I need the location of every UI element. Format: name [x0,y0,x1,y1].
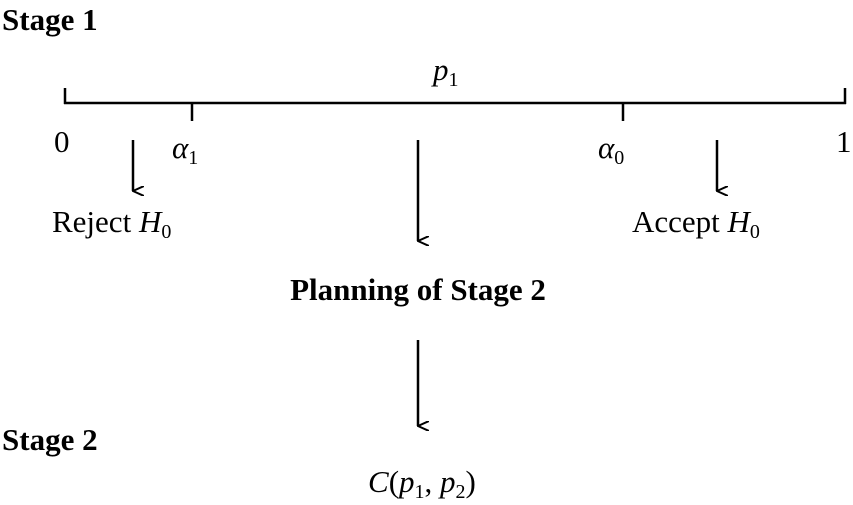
alpha1-label: α1 [172,130,198,169]
axis-start-label: 0 [54,124,70,159]
accept-h0-label: Accept H0 [632,204,760,243]
p1-axis-label: p1 [431,52,459,91]
combination-function-label: C(p1, p2) [368,464,476,503]
reject-h0-label: Reject H0 [52,204,171,243]
p1-axis [63,88,847,121]
stage-2-label: Stage 2 [2,422,98,457]
axis-end-label: 1 [836,124,852,159]
planning-stage-2-label: Planning of Stage 2 [290,272,546,307]
stage-1-label: Stage 1 [2,2,98,37]
alpha0-label: α0 [598,130,624,169]
